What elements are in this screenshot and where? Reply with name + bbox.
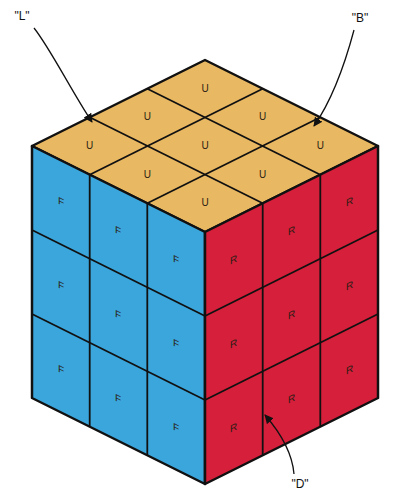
sticker-letter: U [86, 141, 93, 151]
grid-line [319, 175, 321, 427]
leader-arrow [314, 30, 354, 126]
leader-arrow [34, 28, 92, 122]
sticker-letter: U [201, 84, 208, 94]
grid-line [146, 203, 148, 455]
grid-line [205, 314, 378, 400]
leader-arrow [265, 415, 294, 474]
callout-label: "L" [14, 10, 29, 22]
sticker-letter: F [115, 392, 121, 405]
sticker-letter: U [259, 112, 266, 122]
grid-line [90, 89, 263, 175]
grid-line [32, 314, 205, 400]
sticker-letter: F [173, 253, 179, 266]
grid-line [147, 89, 320, 175]
grid-line [90, 117, 263, 203]
sticker-letter: U [317, 141, 324, 151]
callout-label: "D" [291, 478, 308, 490]
sticker-letter: F [115, 224, 121, 237]
sticker-letter: U [144, 112, 151, 122]
sticker-letter: U [144, 170, 151, 180]
grid-line [205, 230, 378, 316]
right-face [205, 146, 378, 484]
grid-line [262, 203, 264, 455]
sticker-letter: F [173, 337, 179, 350]
sticker-letter: U [201, 141, 208, 151]
grid-line [147, 117, 320, 203]
sticker-letter: F [115, 308, 121, 321]
sticker-letter: F [173, 421, 179, 434]
grid-line [32, 230, 205, 316]
grid-line [89, 175, 91, 427]
sticker-letter: U [201, 198, 208, 208]
callout-label: "B" [352, 12, 369, 24]
sticker-letter: U [259, 170, 266, 180]
front-face [32, 146, 205, 484]
